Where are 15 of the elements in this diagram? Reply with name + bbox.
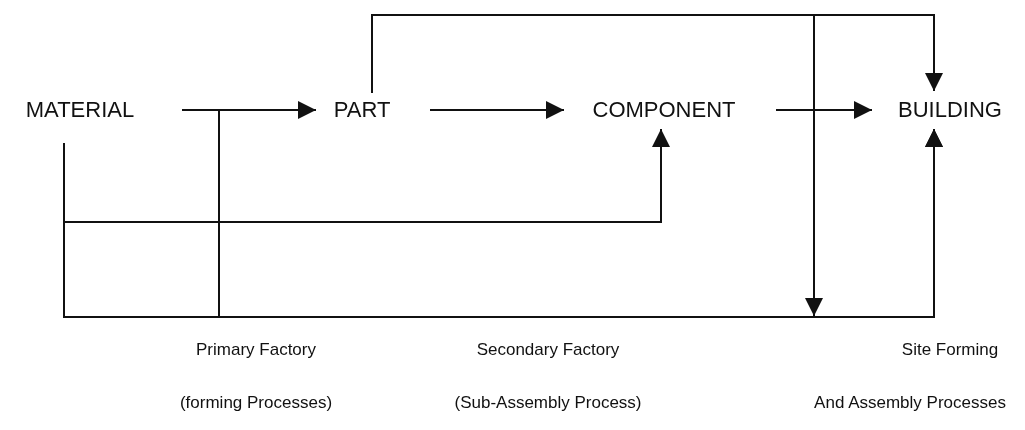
stage-label: Primary Factory [196,340,316,360]
stage-label: (Sub-Assembly Process) [454,393,642,413]
arrow [371,14,823,317]
stage-label: (forming Processes) [179,393,333,413]
arrow [429,101,565,119]
node-label: PART [324,97,400,123]
arrow [63,128,670,223]
stage-label: Secondary Factory [476,340,620,360]
node-label: MATERIAL [10,97,150,123]
stage-label: And Assembly Processes [814,393,1006,413]
node-label: BUILDING [880,97,1020,123]
arrow [181,109,943,318]
node-label: COMPONENT [572,97,756,123]
stage-label: Site Forming [901,340,999,360]
arrow [775,101,873,119]
